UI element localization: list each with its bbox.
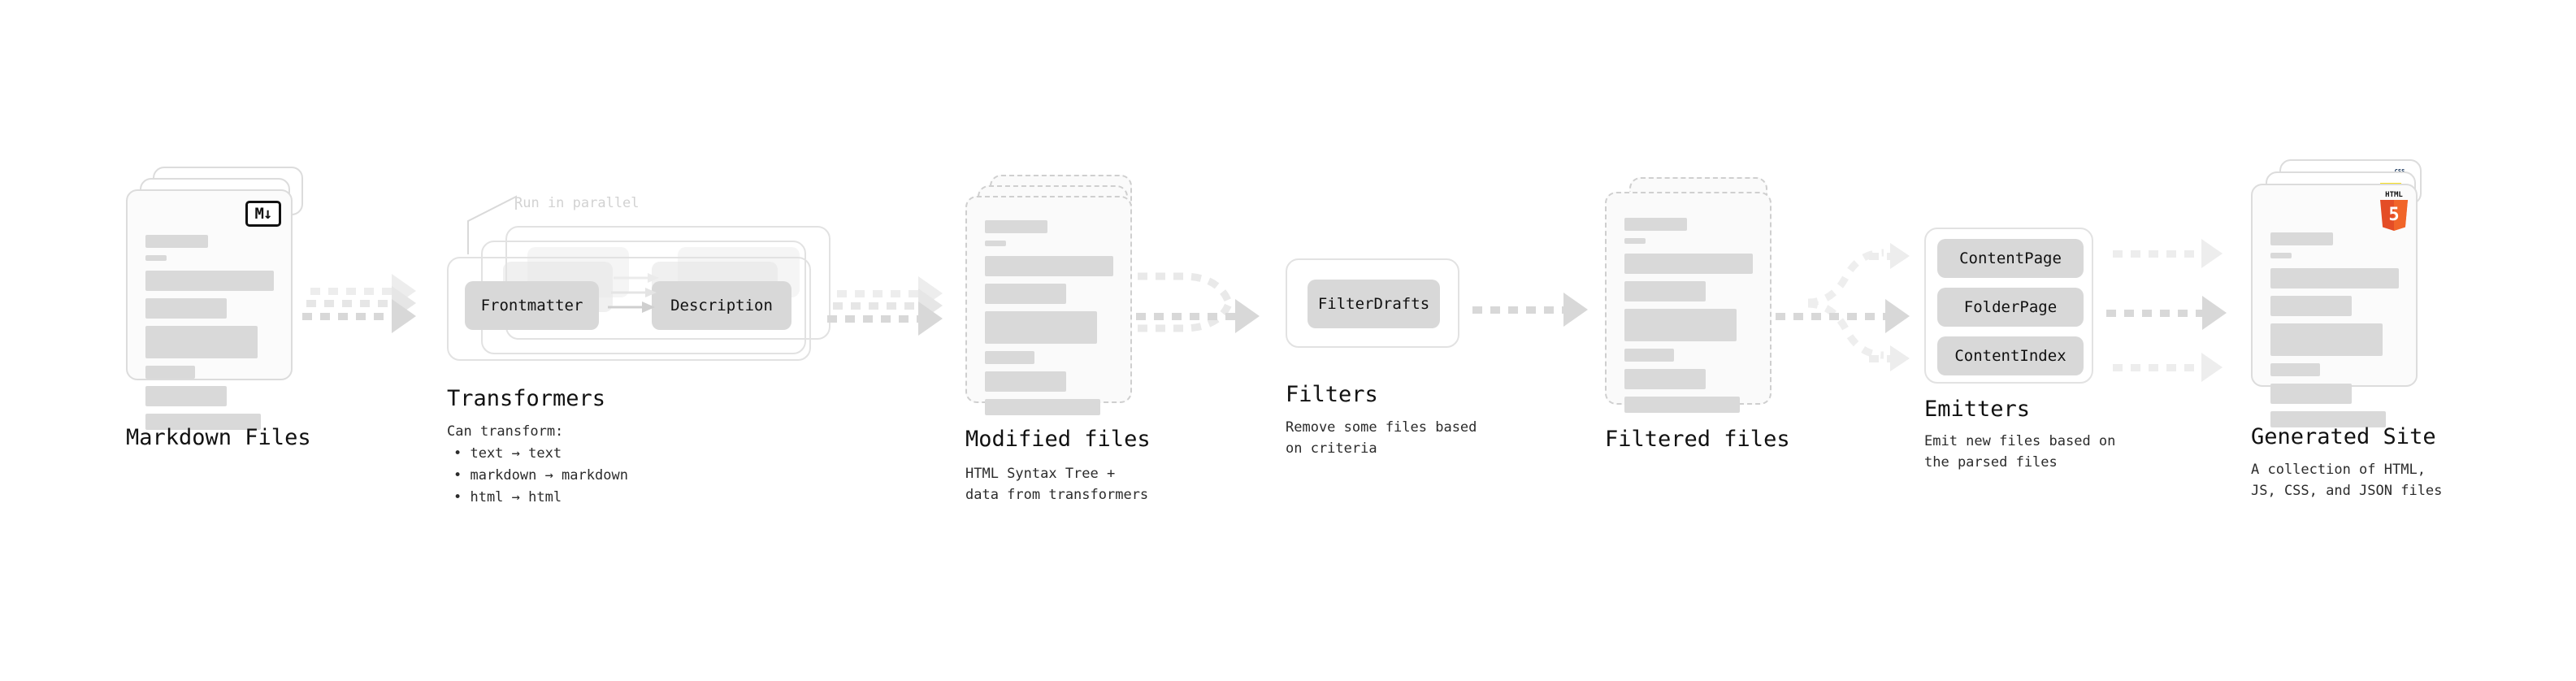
emitters-subtitle: Emit new files based on the parsed files	[1924, 433, 2116, 471]
emitters-title: Emitters	[1924, 397, 2031, 422]
content-bar	[2270, 411, 2386, 427]
filtered-file-stack	[1605, 177, 1792, 445]
content-bar	[1624, 349, 1675, 362]
content-bar	[2270, 323, 2383, 356]
arrow-modified-to-filters	[1136, 299, 1260, 333]
content-bar	[145, 386, 227, 406]
modified-files-subtitle: HTML Syntax Tree + data from transformer…	[965, 466, 1149, 504]
filtered-card-content	[1624, 218, 1755, 420]
modified-files-title: Modified files	[965, 427, 1151, 452]
content-bar	[1624, 254, 1753, 274]
pill-description[interactable]: Description	[652, 281, 791, 330]
filters-subtitle: Remove some files based on criteria	[1286, 419, 1477, 458]
content-bar	[1624, 369, 1706, 389]
filters-title: Filters	[1286, 382, 1378, 407]
pill-folderpage[interactable]: FolderPage	[1937, 288, 2084, 327]
filters-panel: FilterDrafts	[1286, 258, 1459, 348]
emitters-panel: ContentPage FolderPage ContentIndex	[1924, 228, 2093, 384]
arrow-emitters-to-site-bottom	[2113, 353, 2223, 382]
content-bar	[145, 414, 261, 430]
content-bar	[985, 220, 1048, 233]
pill-filterdrafts-label: FilterDrafts	[1317, 295, 1430, 313]
content-bar	[2270, 384, 2352, 404]
arrow-markdown-to-transformers	[302, 299, 416, 333]
arrow-filtered-to-emitters-top	[1869, 243, 1910, 269]
site-card-content	[2270, 232, 2401, 435]
content-bar	[2270, 268, 2399, 288]
transformer-panel-front	[447, 257, 811, 361]
modified-card-front	[965, 196, 1132, 415]
pill-description-label: Description	[670, 297, 773, 314]
content-bar	[1624, 281, 1706, 301]
content-bar	[145, 255, 167, 261]
content-bar	[985, 256, 1113, 276]
markdown-card-front: M↓	[126, 189, 293, 430]
markdown-icon-label: M↓	[254, 204, 273, 223]
content-bar	[145, 271, 274, 291]
markdown-card-content	[145, 235, 276, 437]
content-bar	[985, 241, 1006, 246]
modified-card-content	[985, 220, 1116, 423]
html5-icon: HTML 5	[2380, 192, 2408, 231]
arrow-filtered-to-emitters-bottom	[1869, 345, 1910, 371]
arrow-emitters-to-site-top	[2113, 239, 2223, 268]
markdown-files-title: Markdown Files	[126, 425, 311, 450]
filtered-files-group	[1605, 177, 1792, 445]
filtered-files-title: Filtered files	[1605, 427, 1790, 452]
modified-files-group	[965, 175, 1152, 455]
site-card-front: HTML 5	[2251, 184, 2418, 427]
transformers-bullet-1: • text → text	[453, 445, 562, 462]
content-bar	[145, 235, 209, 248]
content-bar	[1624, 238, 1646, 244]
transformers-title: Transformers	[447, 386, 606, 411]
transformers-bullet-2: • markdown → markdown	[453, 467, 628, 484]
html5-icon-shield: 5	[2380, 200, 2408, 231]
transformers-bullet-3: • html → html	[453, 489, 562, 505]
content-bar	[985, 399, 1100, 415]
pill-folderpage-label: FolderPage	[1963, 298, 2058, 316]
pill-filterdrafts[interactable]: FilterDrafts	[1308, 280, 1440, 328]
pill-frontmatter-label: Frontmatter	[480, 297, 583, 314]
arrow-emitters-to-site-middle	[2106, 296, 2227, 330]
content-bar	[145, 326, 258, 358]
content-bar	[145, 366, 196, 379]
html5-icon-digit: 5	[2388, 205, 2400, 225]
pill-contentindex-label: ContentIndex	[1954, 347, 2066, 365]
run-in-parallel-annotation: Run in parallel	[514, 195, 640, 211]
filtered-card-front	[1605, 192, 1772, 413]
content-bar	[985, 371, 1066, 392]
content-bar	[2270, 296, 2352, 316]
arrow-transformers-to-modified	[827, 301, 943, 336]
generated-site-group: CSS HTML 5	[2251, 159, 2446, 444]
arrow-filters-to-filtered	[1472, 293, 1588, 327]
pill-frontmatter[interactable]: Frontmatter	[465, 281, 599, 330]
content-bar	[2270, 363, 2321, 376]
markdown-file-stack: M↓	[126, 167, 313, 435]
content-bar	[1624, 397, 1740, 413]
content-bar	[985, 311, 1098, 344]
arrow-filtered-to-emitters-middle	[1776, 299, 1910, 333]
markdown-icon: M↓	[245, 201, 281, 227]
content-bar	[145, 298, 227, 319]
content-bar	[2270, 232, 2334, 245]
modified-file-stack	[965, 175, 1152, 455]
content-bar	[985, 351, 1035, 364]
transformers-subtitle: Can transform:	[447, 423, 564, 440]
markdown-files-group: M↓	[126, 167, 313, 435]
pill-contentindex[interactable]: ContentIndex	[1937, 336, 2084, 375]
html5-icon-word: HTML	[2385, 191, 2403, 199]
generated-site-subtitle: A collection of HTML, JS, CSS, and JSON …	[2251, 462, 2443, 500]
pill-contentpage-label: ContentPage	[1959, 249, 2062, 267]
generated-site-title: Generated Site	[2251, 424, 2436, 449]
content-bar	[985, 284, 1066, 304]
content-bar	[1624, 309, 1737, 341]
content-bar	[1624, 218, 1688, 231]
pill-contentpage[interactable]: ContentPage	[1937, 239, 2084, 278]
generated-site-stack: CSS HTML 5	[2251, 159, 2446, 444]
content-bar	[2270, 253, 2292, 258]
